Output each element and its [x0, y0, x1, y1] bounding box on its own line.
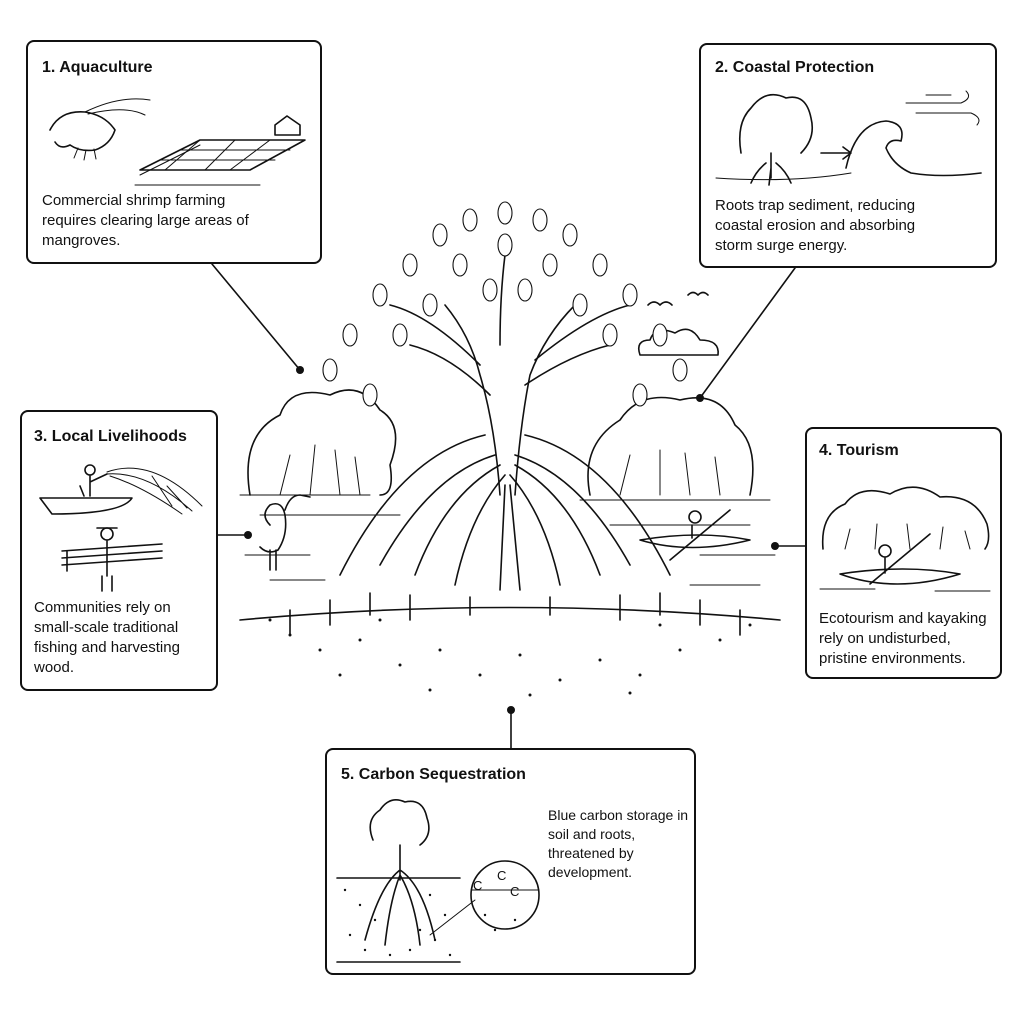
- panel-description: Roots trap sediment, reducing coastal er…: [715, 197, 916, 254]
- heron-icon: [259, 494, 311, 571]
- carbon-sequestration-panel: 5. Carbon Sequestration C C C Blue carbo…: [325, 748, 696, 975]
- panel-title: 3. Local Livelihoods: [34, 428, 187, 446]
- bird-icon: [687, 291, 709, 296]
- fishing-net-icon: [106, 467, 203, 515]
- magnifier-circle-icon: [470, 860, 540, 930]
- farm-house-icon: [274, 115, 301, 136]
- wave-icon: [845, 120, 982, 177]
- livelihoods-illustration: [39, 464, 203, 592]
- mangrove-tree-icon: [364, 799, 436, 946]
- shrimp-farm-illustration: [49, 98, 306, 186]
- panel-title: 2. Coastal Protection: [715, 59, 874, 77]
- coastal-protection-illustration: [715, 90, 982, 186]
- carbon-symbol: C: [497, 868, 507, 883]
- mudflat-dots-icon: [268, 618, 752, 697]
- cloud-icon: [637, 328, 719, 356]
- panel-description: Communities rely on small-scale traditio…: [34, 599, 180, 676]
- local-livelihoods-panel: 3. Local Livelihoods Communities rely on…: [20, 410, 218, 691]
- panel-description: Commercial shrimp farming requires clear…: [42, 192, 249, 249]
- bird-icon: [647, 301, 673, 306]
- panel-title: 5. Carbon Sequestration: [341, 766, 526, 784]
- panel-number: 1.: [42, 59, 56, 76]
- carbon-symbol: C: [473, 878, 483, 893]
- central-mangrove-illustration: [239, 201, 781, 697]
- carbon-storage-illustration: [336, 799, 540, 963]
- right-mangrove-bush-icon: [587, 396, 754, 496]
- mangrove-tree-icon: [738, 93, 814, 186]
- mangrove-tree-icon: [289, 201, 741, 636]
- panel-title-text: Coastal Protection: [732, 59, 875, 76]
- panel-number: 4.: [819, 442, 833, 459]
- panel-description: Ecotourism and kayaking rely on undistur…: [819, 610, 987, 667]
- shrimp-pond-grid-icon: [134, 139, 306, 186]
- kayaker-icon: [869, 533, 931, 585]
- panel-title-text: Aquaculture: [59, 59, 153, 76]
- wind-icon: [905, 90, 980, 126]
- panel-description: Blue carbon storage in soil and roots, t…: [548, 807, 689, 880]
- panel-number: 3.: [34, 428, 48, 445]
- tourism-panel: 4. Tourism Ecotourism and kayaking rely …: [805, 427, 1002, 679]
- kayak-icon: [839, 568, 961, 585]
- carbon-symbol: C: [510, 884, 520, 899]
- panel-number: 5.: [341, 766, 355, 783]
- panel-title-text: Tourism: [836, 442, 899, 459]
- left-mangrove-bush-icon: [247, 389, 397, 496]
- water-lines-icon: [239, 494, 776, 586]
- wood-harvester-icon: [61, 527, 163, 592]
- kayaker-icon: [639, 509, 751, 561]
- arrow-right-icon: [820, 146, 852, 160]
- panel-title-text: Carbon Sequestration: [358, 766, 526, 783]
- panel-title: 1. Aquaculture: [42, 59, 153, 77]
- panel-title-text: Local Livelihoods: [51, 428, 187, 445]
- panel-title: 4. Tourism: [819, 442, 899, 460]
- panel-number: 2.: [715, 59, 729, 76]
- soil-layer-icon: [336, 877, 461, 963]
- aquaculture-panel: 1. Aquaculture Commercial shrimp farming…: [26, 40, 322, 264]
- coastal-protection-panel: 2. Coastal Protection Roots trap sedimen…: [699, 43, 997, 268]
- tourism-illustration: [819, 486, 991, 592]
- fishing-boat-icon: [39, 464, 133, 515]
- mangrove-forest-icon: [821, 486, 990, 550]
- shrimp-icon: [49, 98, 151, 161]
